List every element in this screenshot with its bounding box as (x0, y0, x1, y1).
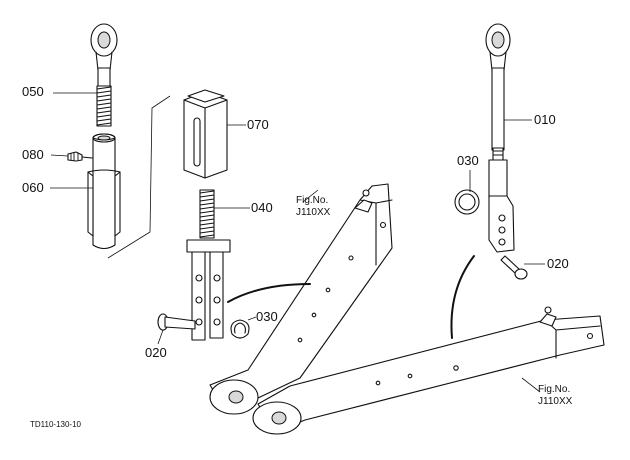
label-070: 070 (247, 117, 269, 132)
pin-020-left (157, 313, 196, 331)
screw-040 (199, 189, 215, 239)
grease-nipple-080 (67, 151, 93, 162)
drawing-code: TD110-130-10 (30, 420, 82, 429)
figref-right-line2: J110XX (538, 396, 573, 407)
rod-end-050 (90, 23, 118, 127)
label-020-left: 020 (145, 345, 167, 360)
lower-link-right (252, 306, 605, 435)
figref-left-line2: J110XX (296, 207, 331, 218)
rod-end-010 (485, 23, 515, 253)
guide-070 (183, 89, 228, 179)
sleeve-060 (87, 133, 121, 250)
clevis-lower (186, 239, 231, 341)
label-010: 010 (534, 112, 556, 127)
label-050: 050 (22, 84, 44, 99)
threads-050 (96, 86, 112, 126)
label-040: 040 (251, 200, 273, 215)
label-060: 060 (22, 180, 44, 195)
label-020-right: 020 (547, 256, 569, 271)
label-030-right: 030 (457, 153, 479, 168)
pin-020-right (500, 255, 528, 280)
label-030-left: 030 (256, 309, 278, 324)
clip-030-right (454, 189, 480, 215)
figref-right-line1: Fig.No. (538, 384, 570, 395)
clip-030-left (230, 319, 250, 339)
figref-left-line1: Fig.No. (296, 195, 328, 206)
label-080: 080 (22, 147, 44, 162)
lower-link-left (209, 183, 393, 415)
